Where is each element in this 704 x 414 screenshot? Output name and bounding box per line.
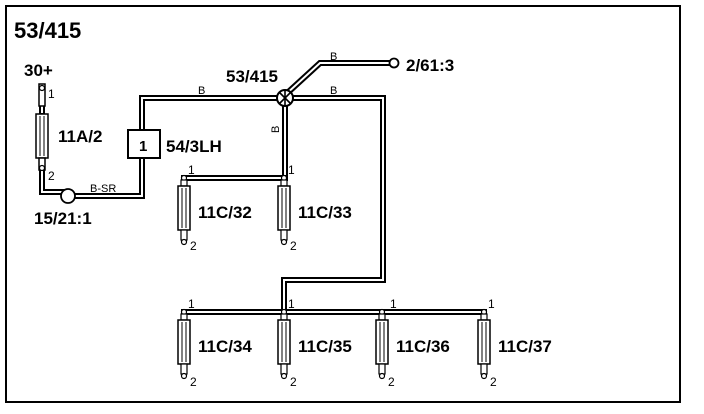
- wire-to-upper-row: [181, 101, 288, 181]
- connector-label: 11C/36: [396, 337, 450, 356]
- pin-top: 1: [488, 297, 495, 311]
- wire-to-bottom-row: [281, 95, 386, 313]
- pin-top: 1: [288, 297, 295, 311]
- pin-bottom: 2: [290, 375, 297, 389]
- connector-2-61-3-label: 2/61:3: [406, 56, 454, 75]
- module-label: 54/3LH: [166, 137, 222, 156]
- pin-bottom: 2: [388, 375, 395, 389]
- module-54-3lh: 1: [127, 129, 161, 159]
- pin-bottom: 2: [190, 375, 197, 389]
- pin-top: 1: [390, 297, 397, 311]
- wire-label-b-sr: B-SR: [90, 183, 116, 195]
- fuse-11a-2: [35, 113, 49, 172]
- supply-terminal: [38, 83, 46, 107]
- connector-11c-33: 1 2 11C/33: [277, 163, 352, 253]
- wire-label-b-2: B: [330, 51, 337, 63]
- pin-top: 1: [188, 163, 195, 177]
- pin-bottom: 2: [190, 239, 197, 253]
- fuse-label: 11A/2: [58, 127, 102, 146]
- pin-bottom: 2: [290, 239, 297, 253]
- splice-53-415: [276, 89, 294, 107]
- wire-label-b-4: B: [270, 126, 282, 133]
- connector-2-61-3: [388, 57, 400, 69]
- connector-11c-35: 1 2 11C/35: [277, 297, 352, 389]
- connector-15-21-1-label: 15/21:1: [34, 209, 92, 228]
- wire-label-b-3: B: [330, 85, 337, 97]
- module-pin-label: 1: [139, 138, 147, 155]
- connector-15-21-1: [60, 188, 76, 204]
- connector-label: 11C/35: [298, 337, 352, 356]
- connector-label: 11C/37: [498, 337, 552, 356]
- connector-11c-37: 1 2 11C/37: [477, 297, 552, 389]
- connector-11c-32: 1 2 11C/32: [177, 163, 252, 253]
- connector-label: 11C/34: [198, 337, 252, 356]
- fuse-pin-2: 2: [48, 169, 55, 183]
- connector-11c-34: 1 2 11C/34: [177, 297, 252, 389]
- page-title: 53/415: [14, 18, 81, 43]
- diagram-frame: [5, 5, 681, 403]
- wire-to-2-61-3: [279, 60, 393, 101]
- connector-label: 11C/33: [298, 203, 352, 222]
- connector-label: 11C/32: [198, 203, 252, 222]
- pin-top: 1: [188, 297, 195, 311]
- pin-bottom: 2: [490, 375, 497, 389]
- connector-11c-36: 1 2 11C/36: [375, 297, 450, 389]
- wire-label-b-1: B: [198, 85, 205, 97]
- pin-top: 1: [288, 163, 295, 177]
- fuse-pin-1: 1: [48, 87, 55, 101]
- splice-label: 53/415: [226, 67, 278, 86]
- supply-label: 30+: [24, 61, 53, 80]
